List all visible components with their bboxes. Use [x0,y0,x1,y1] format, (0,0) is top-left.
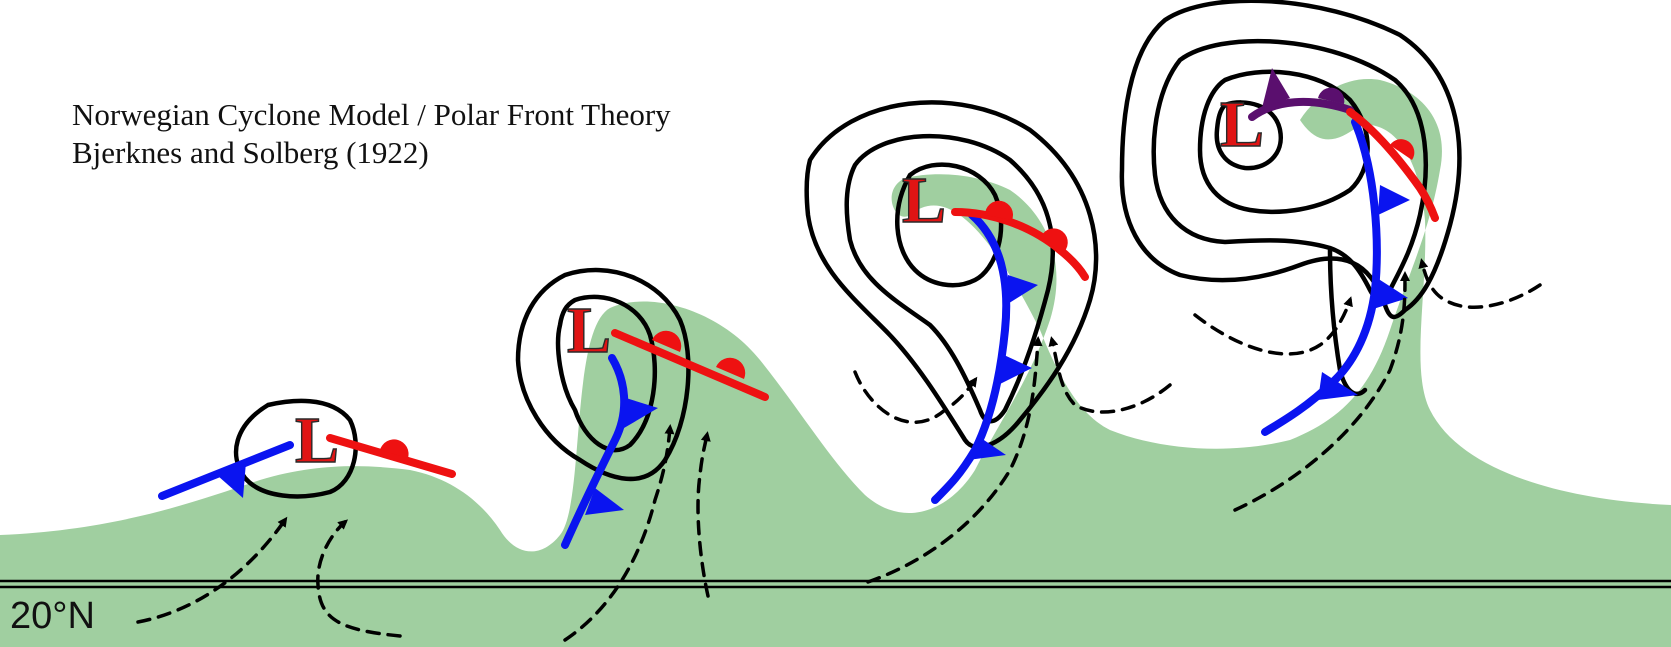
stage-3-cold-front-barb-2 [998,355,1032,385]
stage-3-isobar-outer [804,100,1099,450]
stage-1-cold-front [158,441,294,500]
stage-3-warm-front-bump-2 [1040,228,1068,252]
stage-4-isobar-3 [1197,69,1370,215]
stage-1-isobar [233,398,358,499]
stage-2-warm-front-bump-1 [652,330,682,352]
stage-3-warm-front-bump-1 [984,200,1013,220]
stage-3-isobar-inner [895,162,1004,288]
stage-2: L [515,267,769,642]
stage-4-flow-3 [1418,258,1542,309]
stage-1-flow-west [136,516,288,624]
diagram-title-block: Norwegian Cyclone Model / Polar Front Th… [72,96,671,172]
stage-4-occluded-barb [1262,68,1290,108]
stage-3-isobar-mid [844,134,1055,424]
stage-2-cold-front [561,354,629,549]
stage-4-cold-front-barb-2 [1370,278,1408,310]
stage-3-flow-3 [1048,336,1172,414]
stage-4-warm-front-bump [1390,139,1415,160]
warm-air-mass [0,79,1671,647]
stage-4-cold-front-barb-1 [1378,185,1410,215]
stage-1-warm-front-bump [380,439,409,458]
stage-1-cold-front-barb [218,462,246,498]
stage-3-flow-1 [866,336,1043,584]
stage-2-flow-2 [696,431,711,598]
stage-2-low-symbol: L [567,294,611,367]
stage-4-low-symbol: L [1220,88,1264,161]
stage-4-isobar-outer [1119,0,1462,320]
stage-4-isobar-2 [1151,38,1428,300]
stage-4-occluded-bump [1318,87,1345,104]
stage-4-warm-front [1346,108,1439,222]
diagram-citation: Bjerknes and Solberg (1922) [72,135,429,170]
stage-2-cold-front-barb-1 [624,398,658,428]
stage-1-low-symbol: L [295,404,339,477]
stage-2-warm-front [611,329,769,401]
stage-3: L [804,100,1172,584]
stage-3-cold-front [931,211,1011,504]
stage-1-flow-south [316,519,402,638]
stage-2-cold-front-barb-2 [585,488,624,515]
stage-3-cold-front-barb-3 [968,436,1006,460]
stage-1-warm-front [326,434,456,478]
stage-4-flow-2 [1193,296,1353,356]
diagram-title: Norwegian Cyclone Model / Polar Front Th… [72,97,671,132]
stage-2-isobar-outer [515,267,691,482]
stage-4: L [1119,0,1542,512]
stage-3-low-symbol: L [902,164,946,237]
stage-4-flow-1 [1233,271,1410,512]
stage-4-cold-front [1261,118,1381,436]
stage-3-cold-front-barb-1 [1006,275,1038,305]
stage-2-flow-1 [563,424,675,642]
stage-2-warm-front-bump-2 [716,357,746,379]
latitude-label: 20°N [10,595,95,637]
stage-3-flow-2 [853,370,978,424]
stage-4-cold-front-barb-3 [1318,372,1358,400]
stage-1: L [136,398,456,638]
stage-4-occluded-front [1248,98,1354,121]
